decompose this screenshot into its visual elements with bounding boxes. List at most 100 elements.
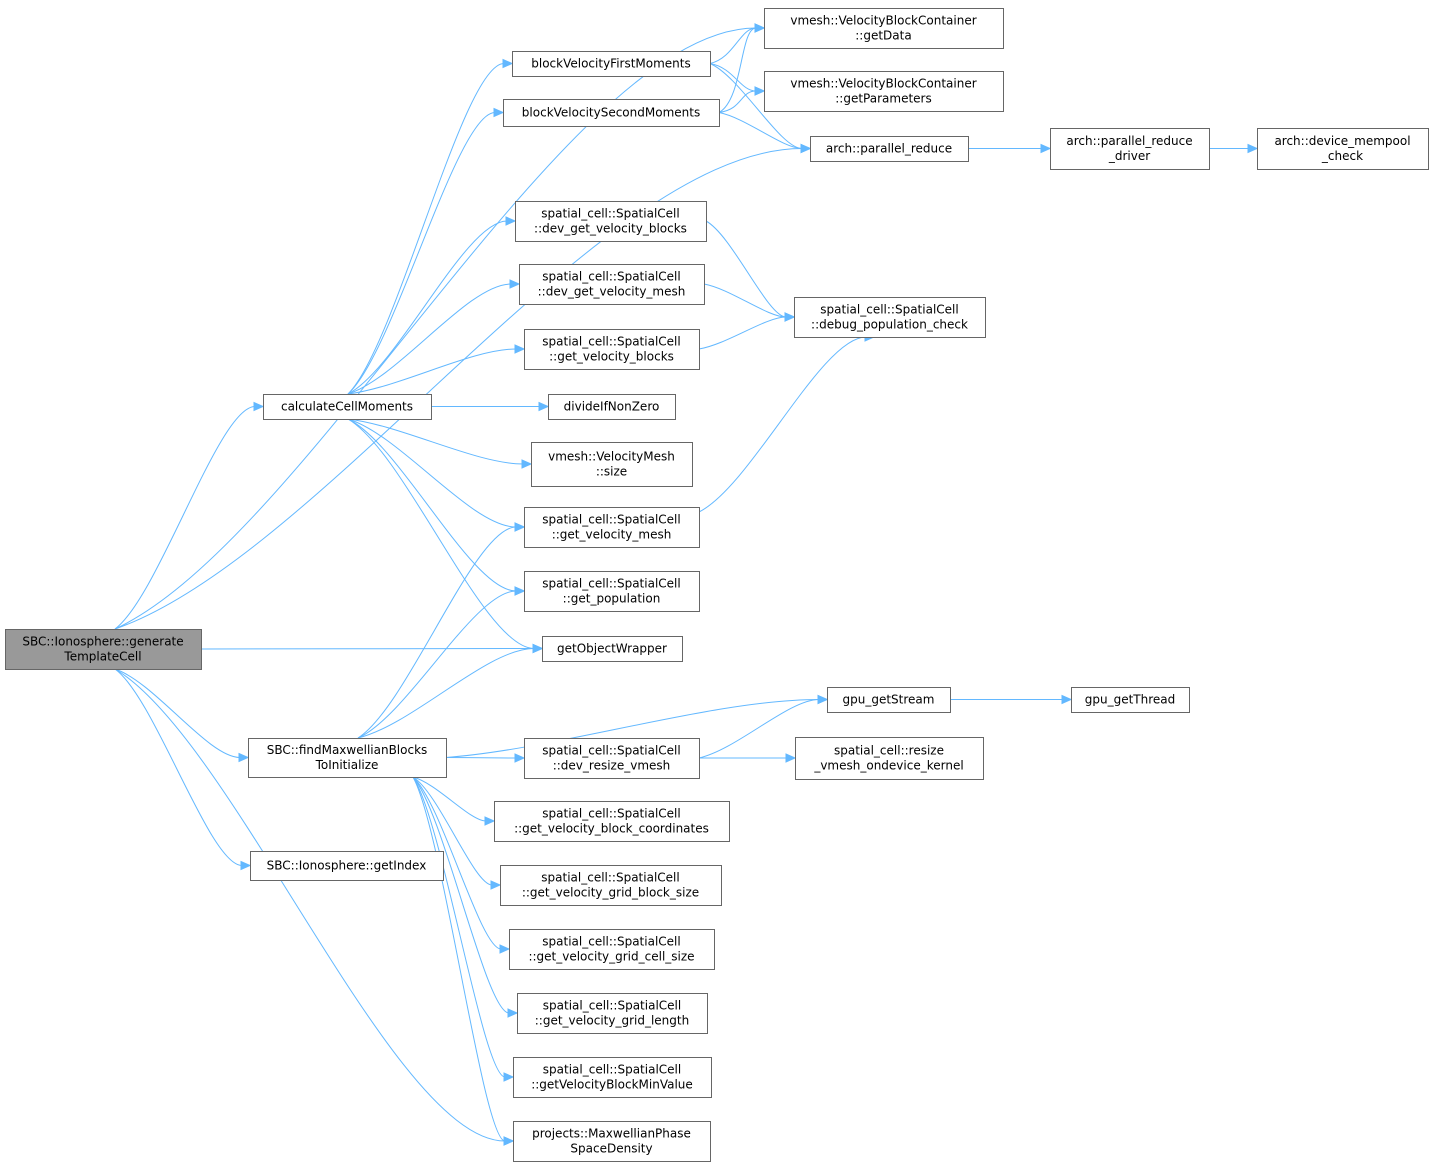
edge-bvsm-to-getData [718,23,766,113]
edge-find-to-gridLength [412,776,519,1018]
node-blockvelocitysecondmoments[interactable]: blockVelocitySecondMoments [503,99,720,127]
node-box [519,264,705,305]
node-label: arch::parallel_reduce [1066,134,1192,148]
node-arch-parallel-reduce[interactable]: arch::parallel_reduce [810,136,969,162]
node-spatial-cell-spatialcell-get-velocity-grid-block-size[interactable]: spatial_cell::SpatialCell::get_velocity_… [500,865,722,906]
node-label: ::size [596,465,627,479]
node-label: vmesh::VelocityBlockContainer [790,77,976,91]
node-box [500,865,722,906]
node-spatial-cell-spatialcell-get-population[interactable]: spatial_cell::SpatialCell::get_populatio… [524,571,700,612]
node-label: spatial_cell::SpatialCell [542,335,680,349]
node-getobjectwrapper[interactable]: getObjectWrapper [542,636,683,662]
node-label: TemplateCell [63,650,141,664]
edge-root-to-calc [114,401,265,630]
node-box [509,929,715,970]
node-label: spatial_cell::SpatialCell [541,207,679,221]
node-spatial-cell-spatialcell-dev-get-velocity-mesh[interactable]: spatial_cell::SpatialCell::dev_get_veloc… [519,264,705,305]
node-box [827,687,951,713]
node-spatial-cell-spatialcell-debug-population-check[interactable]: spatial_cell::SpatialCell::debug_populat… [794,297,986,338]
node-box [524,507,700,548]
node-label: arch::parallel_reduce [826,142,952,156]
arrowhead [1040,143,1052,154]
node-label: ::getParameters [835,92,931,106]
node-box [810,136,969,162]
node-label: gpu_getThread [1085,693,1176,707]
node-box [503,99,720,127]
node-label: SpaceDensity [570,1142,652,1156]
node-spatial-cell-spatialcell-dev-get-velocity-blocks[interactable]: spatial_cell::SpatialCell::dev_get_veloc… [515,201,707,242]
node-vmesh-velocityblockcontainer-getparameters[interactable]: vmesh::VelocityBlockContainer::getParame… [764,71,1004,112]
node-label: spatial_cell::SpatialCell [542,577,680,591]
node-vmesh-velocitymesh-size[interactable]: vmesh::VelocityMesh::size [531,442,693,487]
arrowhead [514,344,526,354]
node-box [542,636,683,662]
node-spatial-cell-spatialcell-get-velocity-grid-length[interactable]: spatial_cell::SpatialCell::get_velocity_… [517,993,708,1034]
node-gpu-getthread[interactable]: gpu_getThread [1071,687,1190,713]
edge-find-to-gow [357,643,544,739]
node-label: calculateCellMoments [281,400,413,414]
edge-devResize-to-gpuStream [698,694,829,759]
node-sbc-ionosphere-getindex[interactable]: SBC::Ionosphere::getIndex [250,851,444,881]
node-vmesh-velocityblockcontainer-getdata[interactable]: vmesh::VelocityBlockContainer::getData [764,8,1004,49]
node-label: ::get_velocity_grid_cell_size [528,950,694,964]
node-box [524,329,700,370]
node-label: spatial_cell::SpatialCell [541,871,679,885]
node-label: ::dev_get_velocity_blocks [534,222,687,236]
arrowhead [499,944,511,954]
edge-root-to-getIndex [114,668,252,871]
arrowhead [785,753,797,763]
node-label: ToInitialize [315,758,379,772]
arrowhead [800,143,812,154]
node-box [513,1057,712,1098]
node-calculatecellmoments[interactable]: calculateCellMoments [263,394,432,420]
edge-bvsm-to-parRed [718,112,812,154]
edge-gpuStream-to-gpuThread [950,694,1073,705]
node-arch-parallel-reduce-driver[interactable]: arch::parallel_reduce_driver [1050,128,1210,170]
arrowhead [817,694,829,705]
node-label: ::get_velocity_block_coordinates [514,822,709,836]
node-label: getObjectWrapper [557,642,667,656]
node-label: vmesh::VelocityMesh [548,450,675,464]
node-label: ::getVelocityBlockMinValue [531,1078,693,1092]
node-label: spatial_cell::SpatialCell [542,807,680,821]
node-spatial-cell-spatialcell-dev-resize-vmesh[interactable]: spatial_cell::SpatialCell::dev_resize_vm… [524,738,700,779]
arrowhead [503,1136,515,1146]
node-label: spatial_cell::SpatialCell [542,744,680,758]
node-box [764,71,1004,112]
node-blockvelocityfirstmoments[interactable]: blockVelocityFirstMoments [512,51,711,77]
node-gpu-getstream[interactable]: gpu_getStream [827,687,951,713]
edge-calc-to-getPop [347,418,526,596]
node-box [531,442,693,487]
node-label: spatial_cell::resize [834,744,944,758]
node-arch-device-mempool-check[interactable]: arch::device_mempool_check [1257,128,1429,170]
node-spatial-cell-spatialcell-get-velocity-block-coordinates[interactable]: spatial_cell::SpatialCell::get_velocity_… [494,801,730,842]
node-spatial-cell-resize-vmesh-ondevice-kernel[interactable]: spatial_cell::resize_vmesh_ondevice_kern… [795,737,984,780]
arrowhead [502,58,514,69]
node-divideifnonzero[interactable]: divideIfNonZero [548,394,676,420]
node-box [250,851,444,881]
arrowhead [490,880,502,890]
node-box [794,297,986,338]
node-spatial-cell-spatialcell-get-velocity-mesh[interactable]: spatial_cell::SpatialCell::get_velocity_… [524,507,700,548]
node-spatial-cell-spatialcell-getvelocityblockminvalue[interactable]: spatial_cell::SpatialCell::getVelocityBl… [513,1057,712,1098]
node-spatial-cell-spatialcell-get-velocity-grid-cell-size[interactable]: spatial_cell::SpatialCell::get_velocity_… [509,929,715,970]
edge-calc-to-getMesh [347,418,526,532]
node-label: divideIfNonZero [564,400,660,414]
edge-devResize-to-resizeKernel [698,753,797,763]
arrowhead [484,816,496,826]
node-label: ::dev_get_velocity_mesh [538,285,686,299]
node-spatial-cell-spatialcell-get-velocity-blocks[interactable]: spatial_cell::SpatialCell::get_velocity_… [524,329,700,370]
node-label: gpu_getStream [843,693,935,707]
edge-calc-to-gow [347,418,544,654]
node-label: spatial_cell::SpatialCell [820,303,958,317]
edge-calc-to-devGetBlocks [347,216,517,395]
node-label: ::get_velocity_mesh [552,528,672,542]
arrowhead [532,643,544,654]
node-box [513,1121,711,1162]
arrowhead [238,752,250,763]
arrowhead [507,1008,519,1018]
node-box [764,8,1004,49]
